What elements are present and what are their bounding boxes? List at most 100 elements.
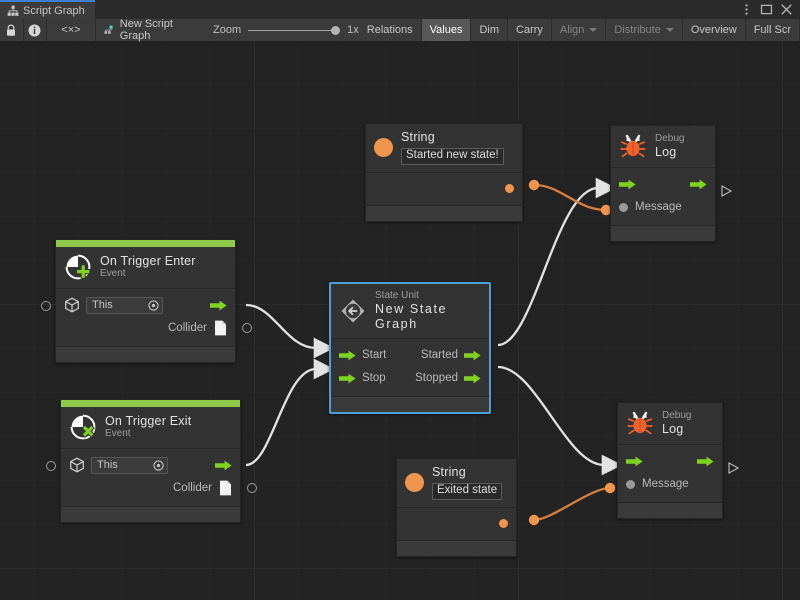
node-string-top[interactable]: String Started new state!	[365, 123, 523, 222]
maximize-icon[interactable]	[760, 3, 773, 16]
flow-input-arrow-icon[interactable]	[619, 179, 636, 190]
start-label: Start	[362, 349, 387, 362]
start-input[interactable]: Start	[339, 349, 386, 361]
node-footer	[61, 506, 240, 522]
string-value-input[interactable]: Started new state!	[401, 147, 504, 165]
code-view-button[interactable]: <×>	[47, 19, 96, 41]
values-button[interactable]: Values	[421, 19, 472, 41]
node-state-unit[interactable]: State Unit New State Graph Start Started	[329, 282, 491, 415]
external-flow-output-icon[interactable]	[721, 185, 732, 197]
chevron-down-icon	[665, 28, 674, 32]
external-input-port[interactable]	[46, 461, 56, 471]
flow-input-arrow-icon[interactable]	[339, 350, 356, 361]
node-on-trigger-enter[interactable]: On Trigger Enter Event This	[41, 239, 252, 363]
event-accent-bar	[56, 240, 235, 247]
tab-script-graph[interactable]: Script Graph	[0, 0, 95, 19]
dim-button[interactable]: Dim	[471, 19, 509, 41]
object-picker-icon[interactable]	[153, 459, 164, 471]
external-flow-output-icon[interactable]	[728, 462, 739, 474]
connection-edges	[245, 177, 623, 526]
flow-output-arrow-icon[interactable]	[690, 179, 707, 190]
node-title: Log	[662, 421, 684, 436]
node-body: This Collider	[56, 289, 235, 346]
node-debug-log-top[interactable]: Debug Log Message	[610, 125, 732, 242]
node-footer	[397, 539, 516, 556]
edge-endpoint-dot	[528, 514, 540, 526]
stopped-label: Stopped	[415, 372, 458, 385]
string-value-input[interactable]: Exited state	[432, 482, 503, 500]
target-object-field[interactable]: This	[86, 296, 163, 314]
stop-input[interactable]: Stop	[339, 372, 386, 384]
zoom-slider-knob[interactable]	[331, 25, 341, 35]
carry-label: Carry	[516, 24, 543, 36]
node-debug-log-bottom[interactable]: Debug Log Message	[617, 402, 739, 519]
collider-row: Collider	[69, 478, 232, 498]
flow-input-arrow-icon[interactable]	[626, 456, 643, 467]
node-footer	[618, 502, 722, 518]
graph-canvas[interactable]: String Started new state!	[0, 43, 800, 600]
message-input-port[interactable]	[619, 202, 628, 212]
info-button[interactable]	[23, 19, 48, 41]
carry-button[interactable]: Carry	[508, 19, 552, 41]
edge-string-bottom-to-message	[533, 486, 611, 522]
relations-button[interactable]: Relations	[358, 19, 422, 41]
node-header-text: String Started new state!	[401, 130, 504, 165]
bug-icon	[627, 411, 653, 435]
zoom-slider-track	[248, 29, 341, 31]
node-on-trigger-exit[interactable]: On Trigger Exit Event This	[46, 399, 257, 523]
toolbar-center: New Script Graph Zoom 1x	[95, 18, 359, 42]
edge-trigger-enter-to-state-start	[245, 303, 335, 359]
edge-trigger-exit-to-state-stop	[245, 358, 335, 467]
flow-output-arrow-icon[interactable]	[210, 300, 227, 311]
collider-label: Collider	[168, 322, 207, 334]
chevron-down-icon	[589, 28, 598, 32]
started-output[interactable]: Started	[421, 349, 481, 361]
node-subtitle: Debug	[655, 132, 685, 144]
edge-stopped-to-debug-log-bottom	[497, 365, 623, 476]
script-graph-icon	[7, 5, 19, 16]
kebab-menu-icon[interactable]	[740, 3, 753, 16]
stopped-output[interactable]: Stopped	[415, 372, 481, 384]
flow-output-arrow-icon[interactable]	[697, 456, 714, 467]
edge-started-to-debug-log-top	[497, 177, 617, 347]
align-label: Align	[559, 24, 585, 36]
flow-output-arrow-icon[interactable]	[464, 373, 481, 384]
node-footer	[56, 346, 235, 362]
external-collider-port[interactable]	[242, 323, 252, 333]
close-icon[interactable]	[780, 3, 793, 16]
zoom-slider[interactable]	[248, 24, 341, 36]
target-object-field[interactable]: This	[91, 456, 168, 474]
event-accent-bar	[61, 400, 240, 407]
target-field-group: This	[69, 456, 168, 474]
lock-icon	[7, 24, 16, 36]
bug-icon	[620, 134, 646, 158]
align-button[interactable]: Align	[551, 19, 607, 41]
breadcrumb[interactable]: New Script Graph	[96, 18, 183, 42]
collider-doc-icon[interactable]	[219, 480, 232, 496]
node-header: Debug Log	[611, 126, 715, 168]
fullscreen-button[interactable]: Full Scr	[745, 19, 800, 41]
node-body: This Collider	[61, 449, 240, 506]
external-collider-port[interactable]	[247, 483, 257, 493]
object-picker-icon[interactable]	[148, 299, 159, 311]
distribute-button[interactable]: Distribute	[606, 19, 683, 41]
flow-output-arrow-icon[interactable]	[464, 350, 481, 361]
flow-output-arrow-icon[interactable]	[215, 460, 232, 471]
zoom-control: Zoom 1x	[213, 24, 359, 36]
trigger-enter-icon	[65, 254, 91, 280]
external-input-port[interactable]	[41, 301, 51, 311]
string-output-port[interactable]	[505, 183, 514, 193]
node-string-bottom[interactable]: String Exited state	[396, 458, 517, 557]
collider-row: Collider	[64, 318, 227, 338]
overview-button[interactable]: Overview	[682, 19, 746, 41]
lock-button[interactable]	[0, 19, 24, 41]
collider-doc-icon[interactable]	[214, 320, 227, 336]
message-input-port[interactable]	[626, 479, 635, 489]
message-label: Message	[635, 201, 682, 213]
node-footer	[366, 204, 522, 221]
flow-input-arrow-icon[interactable]	[339, 373, 356, 384]
node-title: String	[432, 465, 466, 479]
values-label: Values	[429, 24, 463, 36]
string-output-port[interactable]	[499, 518, 508, 528]
node-header: Debug Log	[618, 403, 722, 445]
